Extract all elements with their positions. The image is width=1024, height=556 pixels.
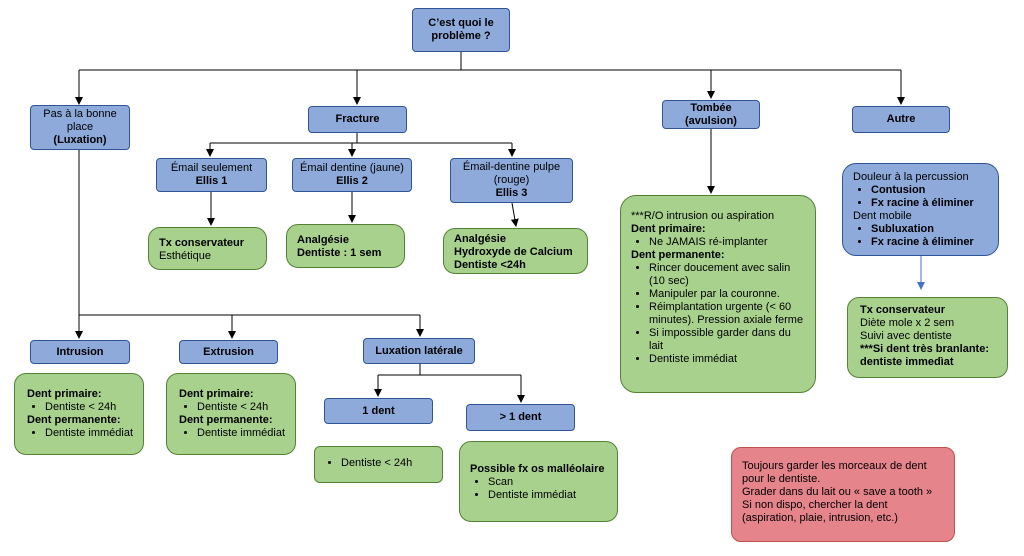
autre-label: Autre xyxy=(886,113,916,125)
ellis2-node: Émail dentine (jaune) Ellis 2 xyxy=(292,158,412,192)
tx-ellis1-line1: Tx conservateur xyxy=(159,237,244,249)
intrusion-treatment: Dent primaire: Dentiste < 24h Dent perma… xyxy=(14,373,144,455)
fracture-label: Fracture xyxy=(335,113,380,125)
ellis1-line2: Ellis 1 xyxy=(195,175,228,187)
fracture-node: Fracture xyxy=(308,106,407,133)
list-item: Réimplantation urgente (< 60 minutes). P… xyxy=(649,301,807,327)
extrusion-permanent-list: Dentiste immédiat xyxy=(179,427,287,440)
ellis3-line1: Émail-dentine pulpe xyxy=(462,161,561,173)
list-item: Dentiste immédiat xyxy=(488,489,609,502)
note-line2: Grader dans du lait ou « save a tooth » xyxy=(742,486,933,498)
list-item: Dentiste immédiat xyxy=(45,427,135,440)
note-line1: Toujours garder les morceaux de dent pou… xyxy=(742,460,927,485)
multi-tooth-label: > 1 dent xyxy=(499,411,542,423)
luxation-line2: place xyxy=(66,121,94,133)
list-item: Ne JAMAIS ré-implanter xyxy=(649,236,807,249)
tx-ellis3-line1: Analgésie xyxy=(454,233,506,245)
one-tooth-node: 1 dent xyxy=(324,398,433,424)
ellis3-line2: (rouge) xyxy=(493,174,530,186)
luxation-line1: Pas à la bonne xyxy=(43,108,117,120)
ellis1-treatment: Tx conservateur Esthétique xyxy=(148,227,267,270)
intrusion-node: Intrusion xyxy=(30,340,130,364)
tx-ellis3-line3: Dentiste <24h xyxy=(454,259,526,271)
tx-ellis3-line2: Hydroxyde de Calcium xyxy=(454,246,573,258)
avulsion-permanent-title: Dent permanente: xyxy=(631,249,725,261)
one-tooth-label: 1 dent xyxy=(362,404,395,417)
ellis1-node: Émail seulement Ellis 1 xyxy=(156,158,267,192)
autre-tx-line3: Suivi avec dentiste xyxy=(860,330,952,342)
autre-detail-node: Douleur à la percussion Contusion Fx rac… xyxy=(842,163,999,256)
multi-tooth-title: Possible fx os malléolaire xyxy=(470,463,605,475)
tombee-line1: Tombée xyxy=(690,101,732,114)
list-item: Si impossible garder dans du lait xyxy=(649,327,807,353)
list-item: Manipuler par la couronne. xyxy=(649,288,807,301)
autre-detail-list2: Subluxation Fx racine à éliminer xyxy=(853,223,990,249)
autre-node: Autre xyxy=(852,106,950,133)
ellis2-treatment: Analgésie Dentiste : 1 sem xyxy=(286,224,405,268)
intrusion-primary-title: Dent primaire: xyxy=(27,388,102,400)
root-line2: problème ? xyxy=(431,30,491,42)
tx-ellis1-line2: Esthétique xyxy=(159,250,211,262)
one-tooth-treatment: Dentiste < 24h xyxy=(314,446,443,483)
list-item: Dentiste < 24h xyxy=(341,457,436,470)
one-tooth-list: Dentiste < 24h xyxy=(323,457,436,470)
autre-tx-line2: Diète mole x 2 sem xyxy=(860,317,955,329)
ellis3-treatment: Analgésie Hydroxyde de Calcium Dentiste … xyxy=(443,228,588,274)
autre-treatment: Tx conservateur Diète mole x 2 sem Suivi… xyxy=(847,297,1008,378)
extrusion-primary-title: Dent primaire: xyxy=(179,388,254,400)
autre-detail-line2: Dent mobile xyxy=(853,210,912,222)
multi-tooth-node: > 1 dent xyxy=(466,404,575,431)
tombee-node: Tombée (avulsion) xyxy=(662,100,760,129)
root-line1: C’est quoi le xyxy=(428,17,494,29)
autre-tx-line1: Tx conservateur xyxy=(860,304,945,316)
extrusion-label: Extrusion xyxy=(203,345,254,358)
extrusion-treatment: Dent primaire: Dentiste < 24h Dent perma… xyxy=(166,373,296,455)
list-item: Dentiste < 24h xyxy=(45,401,135,414)
list-item: Fx racine à éliminer xyxy=(871,197,990,210)
tombee-line2: (avulsion) xyxy=(685,114,737,127)
list-item: Dentiste < 24h xyxy=(197,401,287,414)
ellis2-line2: Ellis 2 xyxy=(336,175,368,187)
list-item: Dentiste immédiat xyxy=(197,427,287,440)
ellis2-line1: Émail dentine (jaune) xyxy=(300,162,404,174)
avulsion-intro: ***R/O intrusion ou aspiration xyxy=(631,210,775,222)
tx-ellis2-line1: Analgésie xyxy=(297,234,349,246)
list-item: Dentiste immédiat xyxy=(649,353,807,366)
luxation-node: Pas à la bonne place (Luxation) xyxy=(30,105,130,150)
list-item: Contusion xyxy=(871,184,990,197)
laterale-label: Luxation latérale xyxy=(375,344,463,357)
list-item: Scan xyxy=(488,476,609,489)
tx-ellis2-line2: Dentiste : 1 sem xyxy=(297,247,382,259)
extrusion-node: Extrusion xyxy=(179,340,278,364)
intrusion-permanent-list: Dentiste immédiat xyxy=(27,427,135,440)
note-box: Toujours garder les morceaux de dent pou… xyxy=(731,447,955,542)
autre-tx-line4: ***Si dent très branlante: xyxy=(860,343,989,355)
autre-detail-list1: Contusion Fx racine à éliminer xyxy=(853,184,990,210)
list-item: Fx racine à éliminer xyxy=(871,236,990,249)
avulsion-primary-title: Dent primaire: xyxy=(631,223,706,235)
root-question-node: C’est quoi le problème ? xyxy=(412,8,510,52)
intrusion-label: Intrusion xyxy=(56,345,104,358)
ellis3-line3: Ellis 3 xyxy=(495,187,528,199)
note-line3: Si non dispo, chercher la dent (aspirati… xyxy=(742,499,898,524)
avulsion-permanent-list: Rincer doucement avec salin (10 sec) Man… xyxy=(631,262,807,366)
avulsion-treatment: ***R/O intrusion ou aspiration Dent prim… xyxy=(620,195,816,393)
ellis3-node: Émail-dentine pulpe (rouge) Ellis 3 xyxy=(450,158,573,203)
extrusion-permanent-title: Dent permanente: xyxy=(179,414,273,426)
intrusion-permanent-title: Dent permanente: xyxy=(27,414,121,426)
autre-tx-line5: dentiste immedìat xyxy=(860,356,954,368)
luxation-line3: (Luxation) xyxy=(53,134,107,146)
multi-tooth-list: Scan Dentiste immédiat xyxy=(470,476,609,502)
avulsion-primary-list: Ne JAMAIS ré-implanter xyxy=(631,236,807,249)
intrusion-primary-list: Dentiste < 24h xyxy=(27,401,135,414)
multi-tooth-treatment: Possible fx os malléolaire Scan Dentiste… xyxy=(459,441,618,522)
laterale-node: Luxation latérale xyxy=(363,338,475,364)
list-item: Rincer doucement avec salin (10 sec) xyxy=(649,262,807,288)
extrusion-primary-list: Dentiste < 24h xyxy=(179,401,287,414)
autre-detail-line1: Douleur à la percussion xyxy=(853,171,969,183)
ellis1-line1: Émail seulement xyxy=(170,162,253,174)
list-item: Subluxation xyxy=(871,223,990,236)
